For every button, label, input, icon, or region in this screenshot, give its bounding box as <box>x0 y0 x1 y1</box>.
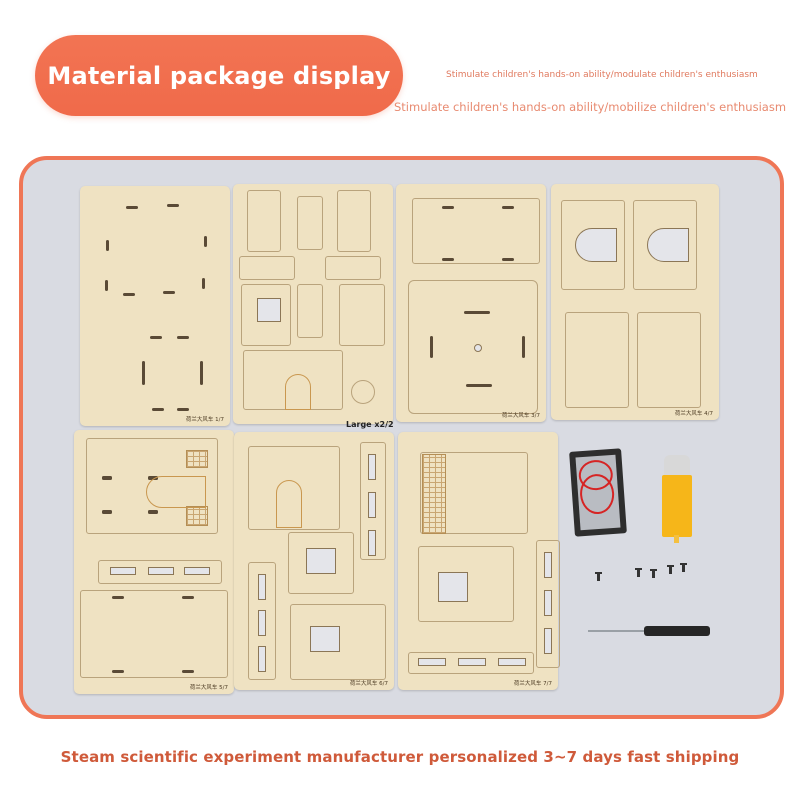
sheet-label: 荷兰大风车 4/7 <box>674 411 713 417</box>
battery-box <box>569 448 627 537</box>
screw <box>595 572 602 581</box>
wood-sheet-4: 荷兰大风车 4/7 <box>551 184 719 420</box>
screw <box>635 568 642 577</box>
screw <box>667 565 674 574</box>
page-title: Material package display <box>47 61 391 90</box>
wood-sheet-7: 荷兰大风车 7/7 <box>398 432 560 690</box>
screwdriver <box>588 626 710 636</box>
footer-tagline: Steam scientific experiment manufacturer… <box>60 748 740 766</box>
wood-sheet-1: 荷兰大风车 1/7 <box>80 186 230 426</box>
wood-sheet-3: 荷兰大风车 3/7 <box>396 184 546 422</box>
sheet-label: 荷兰大风车 1/7 <box>185 417 224 423</box>
subtitle-small: Stimulate children's hands-on ability/mo… <box>446 70 758 80</box>
title-pill: Material package display <box>35 35 403 116</box>
sheet-label: 荷兰大风车 7/7 <box>513 681 552 687</box>
sheet-label: 荷兰大风车 6/7 <box>349 681 388 687</box>
screw <box>650 569 657 578</box>
sheet-label: 荷兰大风车 3/7 <box>501 413 540 419</box>
wood-sheet-6: 荷兰大风车 6/7 <box>234 432 394 690</box>
wood-sheet-2 <box>233 184 393 424</box>
sheet-label: 荷兰大风车 5/7 <box>189 685 228 691</box>
sheet-label-large: Large x2/2 <box>346 420 394 429</box>
gear-motor <box>662 455 692 543</box>
subtitle-large: Stimulate children's hands-on ability/mo… <box>394 100 787 114</box>
wood-sheet-5: 荷兰大风车 5/7 <box>74 430 234 694</box>
screw <box>680 563 687 572</box>
